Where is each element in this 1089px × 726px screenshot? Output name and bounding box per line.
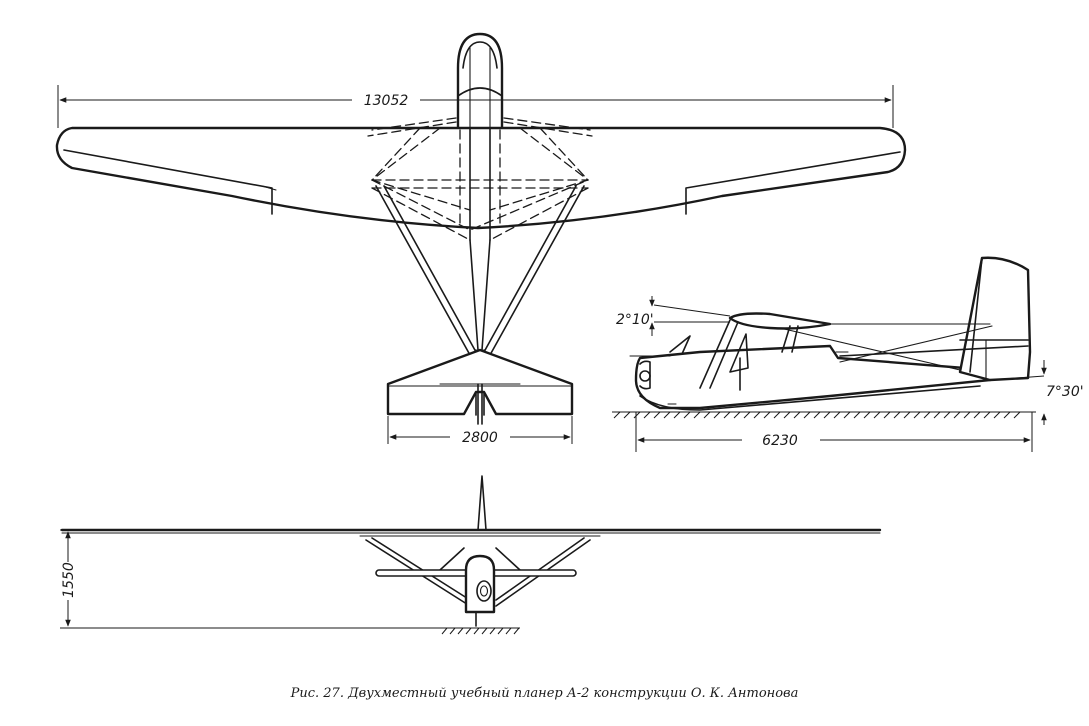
figure-caption: Рис. 27. Двухместный учебный планер А-2 … <box>290 686 799 701</box>
wing-angle-dimension: 2°10' <box>616 296 731 336</box>
side-view: 2°10' 7°30' 6230 <box>612 256 1084 452</box>
horizontal-stabilizer <box>386 348 574 416</box>
front-ground <box>440 627 520 635</box>
wing-planform <box>55 126 907 230</box>
side-fuselage <box>634 344 992 410</box>
side-wing-profile <box>728 312 832 330</box>
wing-angle-label: 2°10' <box>616 312 654 328</box>
top-view: 13052 <box>55 32 907 446</box>
stabilizer-span-label: 2800 <box>462 430 498 446</box>
ground-angle-label: 7°30' <box>1046 384 1084 400</box>
wingspan-dimension: 13052 <box>57 85 894 128</box>
stabilizer-dimension: 2800 <box>387 416 573 446</box>
nose-canopy <box>456 32 504 132</box>
front-fin <box>477 475 487 531</box>
aileron-left <box>63 149 273 215</box>
wing-struts-hidden <box>367 117 593 241</box>
side-ground <box>612 411 1036 419</box>
aileron-right <box>685 151 901 215</box>
length-label: 6230 <box>762 433 798 449</box>
front-view: 1550 <box>60 475 882 635</box>
side-struts <box>629 319 849 391</box>
length-dimension: 6230 <box>635 412 1033 452</box>
height-dimension: 1550 <box>60 529 440 629</box>
front-fuselage <box>464 554 496 614</box>
wingspan-label: 13052 <box>364 93 409 109</box>
height-label: 1550 <box>61 562 77 598</box>
ground-angle-dimension: 7°30' <box>989 360 1084 425</box>
tail-wires <box>375 185 585 356</box>
